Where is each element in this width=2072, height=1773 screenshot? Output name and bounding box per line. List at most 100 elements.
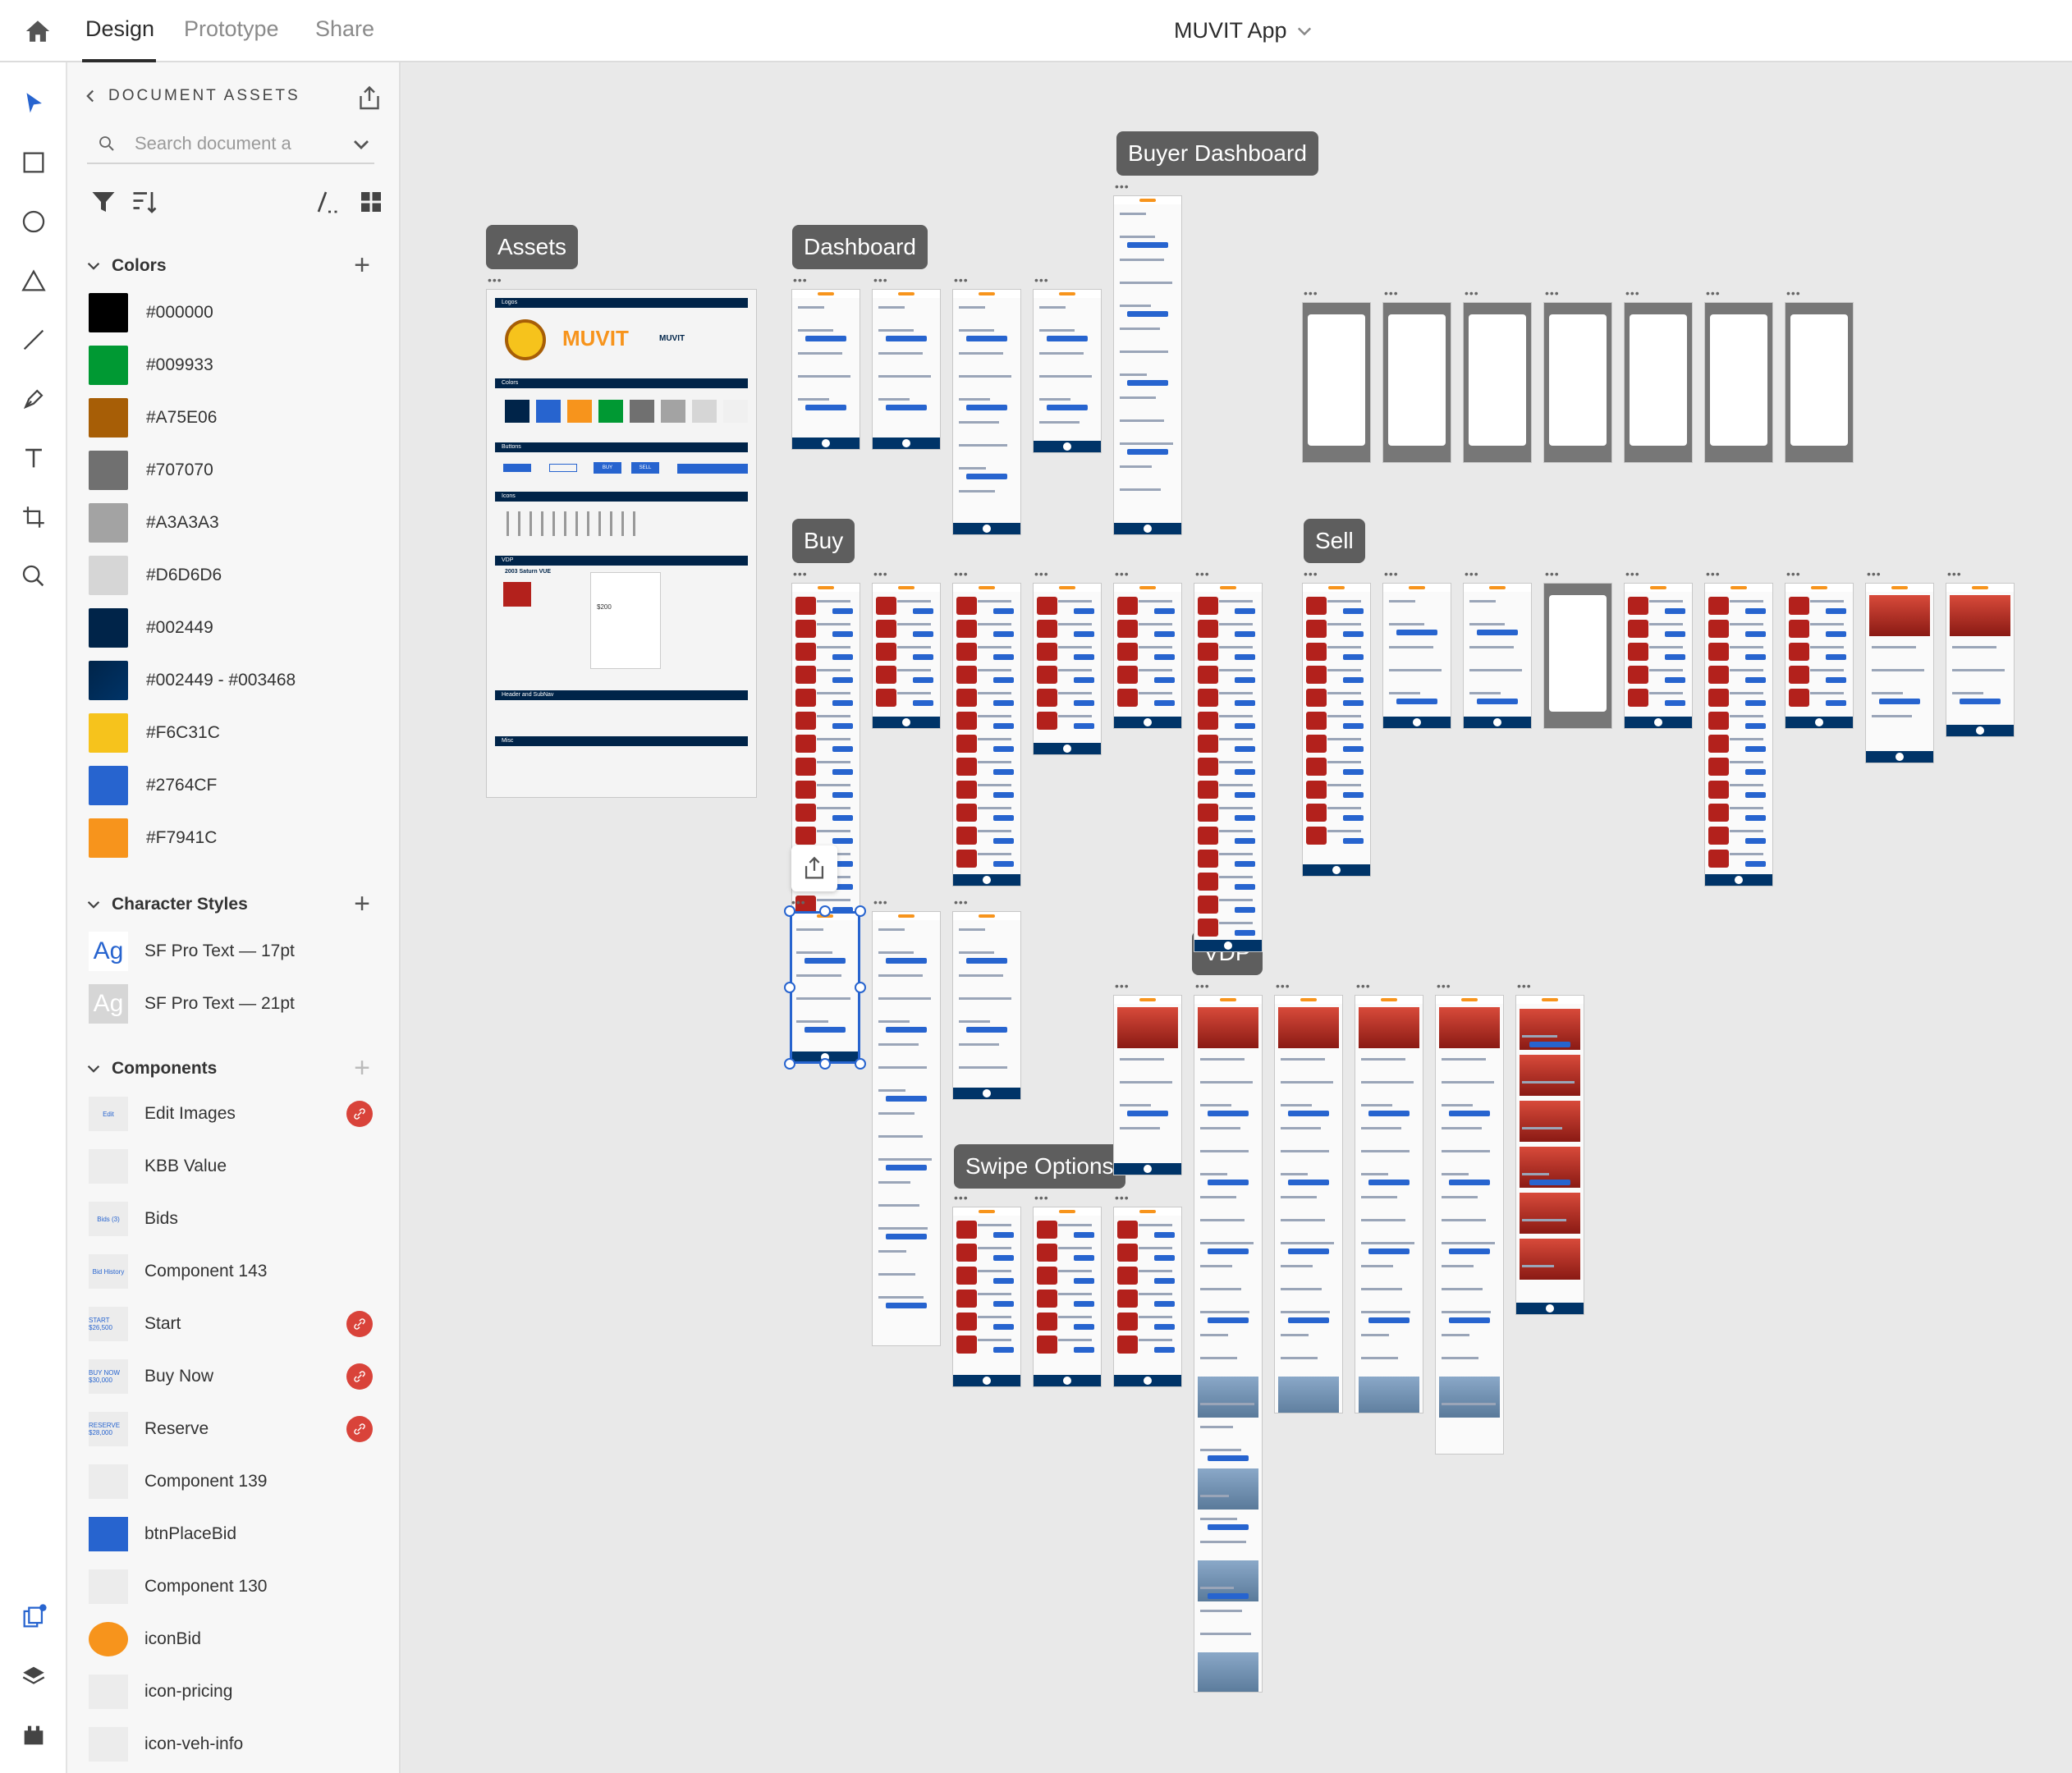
resize-handle[interactable]	[784, 905, 795, 917]
tab-prototype[interactable]: Prototype	[184, 16, 279, 41]
panel-header[interactable]: DOCUMENT ASSETS	[84, 87, 300, 105]
artboard-menu-dots[interactable]: •••	[1115, 979, 1130, 992]
color-swatch-item[interactable]: #F6C31C	[89, 712, 368, 754]
resize-handle[interactable]	[855, 905, 866, 917]
artboard-menu-dots[interactable]: •••	[873, 896, 888, 909]
artboard-thumbnail[interactable]	[1194, 583, 1263, 952]
artboard-thumbnail[interactable]	[872, 583, 941, 729]
artboard-tool-icon[interactable]	[14, 497, 53, 537]
component-item[interactable]: iconBid	[89, 1619, 384, 1660]
artboard-menu-dots[interactable]: •••	[1625, 286, 1640, 300]
artboard-menu-dots[interactable]: •••	[1115, 1191, 1130, 1204]
color-swatch-item[interactable]: #002449	[89, 607, 368, 648]
artboard-menu-dots[interactable]: •••	[793, 567, 808, 580]
artboard-thumbnail[interactable]	[952, 583, 1021, 886]
ellipse-tool-icon[interactable]	[14, 202, 53, 241]
color-swatch-item[interactable]: #707070	[89, 450, 368, 491]
tab-share[interactable]: Share	[315, 16, 375, 41]
color-swatch-item[interactable]: #009933	[89, 345, 368, 386]
resize-handle[interactable]	[855, 1058, 866, 1070]
artboard-menu-dots[interactable]: •••	[1517, 979, 1532, 992]
chevron-left-icon[interactable]	[84, 89, 97, 103]
color-swatch-item[interactable]: #A3A3A3	[89, 502, 368, 543]
artboard-thumbnail[interactable]	[1033, 583, 1102, 755]
artboard-thumbnail[interactable]	[1113, 1207, 1182, 1387]
component-item[interactable]: icon-pricing	[89, 1671, 384, 1712]
artboard-thumbnail[interactable]	[1543, 302, 1612, 463]
artboard-thumbnail[interactable]	[872, 289, 941, 450]
artboard-menu-dots[interactable]: •••	[488, 273, 502, 286]
artboard-menu-dots[interactable]: •••	[1947, 567, 1962, 580]
artboard-thumbnail[interactable]	[1463, 302, 1532, 463]
artboard-thumbnail[interactable]	[1194, 995, 1263, 1693]
resize-handle[interactable]	[819, 905, 831, 917]
artboard-menu-dots[interactable]: •••	[1786, 567, 1801, 580]
component-item[interactable]: Bids (3)Bids	[89, 1198, 384, 1239]
artboard-menu-dots[interactable]: •••	[1034, 273, 1049, 286]
assets-artboard[interactable]: Logos MUVIT MUVIT Colors Buttons BUY SEL…	[486, 289, 757, 798]
grid-view-icon[interactable]	[356, 187, 386, 217]
artboard-thumbnail[interactable]	[1382, 302, 1451, 463]
artboard-thumbnail[interactable]	[1113, 583, 1182, 729]
artboard-menu-dots[interactable]: •••	[1276, 979, 1290, 992]
artboard-menu-dots[interactable]: •••	[1706, 567, 1721, 580]
resize-handle[interactable]	[784, 982, 795, 993]
artboard-thumbnail[interactable]	[1543, 583, 1612, 729]
resize-handle[interactable]	[855, 982, 866, 993]
artboard-menu-dots[interactable]: •••	[873, 567, 888, 580]
artboard-thumbnail[interactable]	[952, 1207, 1021, 1387]
artboard-thumbnail[interactable]	[1435, 995, 1504, 1455]
artboard-menu-dots[interactable]: •••	[1034, 1191, 1049, 1204]
tab-design[interactable]: Design	[85, 16, 155, 41]
artboard-thumbnail[interactable]	[1785, 302, 1854, 463]
artboard-thumbnail[interactable]	[1274, 995, 1343, 1413]
artboard-thumbnail[interactable]	[1355, 995, 1423, 1413]
zoom-tool-icon[interactable]	[14, 557, 53, 596]
artboard-thumbnail[interactable]	[1302, 583, 1371, 877]
artboard-menu-dots[interactable]: •••	[1786, 286, 1801, 300]
artboard-menu-dots[interactable]: •••	[1384, 567, 1399, 580]
artboard-menu-dots[interactable]: •••	[873, 273, 888, 286]
color-swatch-item[interactable]: #002449 - #003468	[89, 660, 368, 701]
artboard-menu-dots[interactable]: •••	[1356, 979, 1371, 992]
component-item[interactable]: Component 130	[89, 1566, 384, 1607]
artboard-thumbnail[interactable]	[791, 289, 860, 450]
artboard-menu-dots[interactable]: •••	[1304, 567, 1318, 580]
artboard-menu-dots[interactable]: •••	[1867, 567, 1882, 580]
artboard-menu-dots[interactable]: •••	[954, 273, 969, 286]
share-icon[interactable]	[355, 84, 384, 113]
document-assets-icon[interactable]	[14, 1597, 53, 1637]
add-color-button[interactable]: +	[354, 250, 370, 281]
artboard-thumbnail[interactable]	[1033, 289, 1102, 453]
character-style-item[interactable]: Ag SF Pro Text — 21pt	[89, 983, 368, 1024]
text-tool-icon[interactable]	[14, 438, 53, 478]
artboard-group-label-assets[interactable]: Assets	[486, 225, 579, 269]
path-view-icon[interactable]	[314, 187, 343, 217]
document-title-menu[interactable]: MUVIT App	[1174, 18, 1312, 44]
component-item[interactable]: icon-veh-info	[89, 1724, 384, 1765]
plugins-icon[interactable]	[14, 1716, 53, 1755]
components-section-header[interactable]: Components	[87, 1059, 217, 1079]
artboard-thumbnail[interactable]	[1624, 302, 1693, 463]
artboard-menu-dots[interactable]: •••	[1465, 567, 1479, 580]
artboard-menu-dots[interactable]: •••	[791, 896, 806, 909]
artboard-thumbnail[interactable]	[1302, 302, 1371, 463]
artboard-menu-dots[interactable]: •••	[1034, 567, 1049, 580]
resize-handle[interactable]	[819, 1058, 831, 1070]
color-swatch-item[interactable]: #D6D6D6	[89, 555, 368, 596]
selected-artboard-outline[interactable]	[790, 911, 860, 1064]
artboard-menu-dots[interactable]: •••	[1195, 567, 1210, 580]
color-swatch-item[interactable]: #000000	[89, 292, 368, 333]
artboard-thumbnail[interactable]	[1382, 583, 1451, 729]
artboard-group-label-dashboard[interactable]: Dashboard	[792, 225, 928, 269]
export-artboard-button[interactable]	[791, 845, 837, 891]
artboard-thumbnail[interactable]	[1515, 995, 1584, 1315]
artboard-thumbnail[interactable]	[1113, 195, 1182, 535]
line-tool-icon[interactable]	[14, 320, 53, 360]
artboard-menu-dots[interactable]: •••	[1625, 567, 1640, 580]
artboard-thumbnail[interactable]	[1704, 302, 1773, 463]
